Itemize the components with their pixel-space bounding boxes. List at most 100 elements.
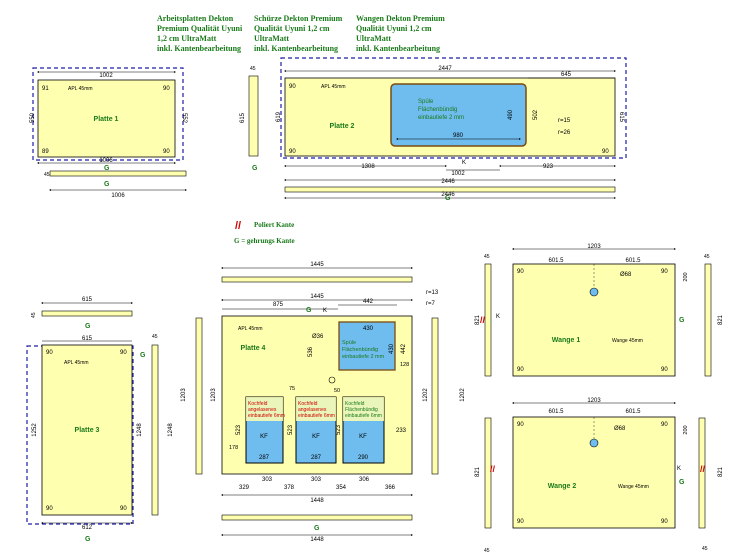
platte-1-corner-br: 90 xyxy=(163,149,170,155)
platte-4-dim-536: 536 xyxy=(308,346,314,357)
platte-4-top-dim-b: 1445 xyxy=(310,294,324,300)
platte-2-dim-total: 2447 xyxy=(438,66,452,72)
wange-1-group: 1203 601.5 601.5 Ø68 200 Wange 1 Wange 4… xyxy=(475,244,724,377)
wange-1-apl: Wange 45mm xyxy=(612,338,643,344)
wange-1-label: Wange 1 xyxy=(552,337,581,344)
wange-1-corner-bl: 90 xyxy=(517,367,524,373)
platte-4-bottom-303-a: 303 xyxy=(262,477,273,483)
platte-2-sink-offset: 502 xyxy=(533,109,539,120)
wange-2-dim-right-half: 601.5 xyxy=(625,409,641,415)
platte-4-sink-430: 430 xyxy=(363,326,374,332)
wange-2-right-strip[interactable] xyxy=(698,417,706,529)
wange-1-corner-tr: 90 xyxy=(661,269,668,275)
platte-3-side-strip-dim: 1248 xyxy=(168,423,174,437)
wange-2-corner-br: 90 xyxy=(661,519,668,525)
gehrung-label: G = gehrungs Kante xyxy=(234,237,295,245)
platte-4-r7: r=7 xyxy=(426,301,436,307)
platte-2-dim-right: 615 xyxy=(618,112,624,123)
platte-2-sink-r26: r=26 xyxy=(558,130,571,136)
platte-2-label: Platte 2 xyxy=(330,123,355,130)
wange-2-hole[interactable] xyxy=(589,438,599,448)
wange-2-dim-total: 1203 xyxy=(587,398,601,404)
platte-2-sink[interactable] xyxy=(390,83,527,147)
platte-3-group: 615 45 G 615 APL 45mm Platte 3 90 90 90 … xyxy=(26,297,174,543)
platte-4-dim-right-outer: 1202 xyxy=(460,388,466,402)
platte-4-label: Platte 4 xyxy=(241,345,266,352)
platte-1-dim-bottom: 1006 xyxy=(99,158,113,164)
platte-1-g-mark: G xyxy=(104,165,110,172)
header-wangen: Wangen Dekton Premium Qualität Uyuni 1,2… xyxy=(356,14,445,53)
platte-3-corner-br: 90 xyxy=(120,506,127,512)
platte-3-dim-top2: 615 xyxy=(82,336,93,342)
wange-2[interactable] xyxy=(512,416,676,529)
wange-1[interactable] xyxy=(512,263,676,377)
platte-4-left-strip[interactable] xyxy=(195,317,203,475)
wange-2-left-strip[interactable] xyxy=(484,417,492,529)
wange-2-corner-tr: 90 xyxy=(661,422,668,428)
wange-2-hole-dia: Ø68 xyxy=(614,426,626,432)
platte-3-dim-left: 1252 xyxy=(32,423,38,437)
wange-1-dim-left-half: 601.5 xyxy=(548,258,564,264)
platte-4-top-strip[interactable] xyxy=(221,276,413,283)
wange-1-hole-dia: Ø68 xyxy=(620,272,632,278)
platte-4-dim-523-b: 523 xyxy=(288,424,294,435)
wange-2-right-45: 45 xyxy=(702,546,708,552)
platte-2-side-strip-g: G xyxy=(252,165,258,172)
platte-4-dim-left-inner: 1203 xyxy=(211,388,217,402)
wange-1-k-mark: K xyxy=(496,314,500,320)
platte-4-hole-36: Ø36 xyxy=(312,334,324,340)
platte-2-dim-645: 645 xyxy=(561,72,572,78)
platte-4-bottom-354: 354 xyxy=(336,485,347,491)
platte-4-dim-178: 178 xyxy=(229,445,238,451)
platte-4-dim-523-a: 523 xyxy=(236,424,242,435)
poliert-mark: // xyxy=(235,220,241,232)
platte-2-sink-r15: r=15 xyxy=(558,118,571,124)
platte-3-dim-bottom: 612 xyxy=(82,525,93,531)
platte-4-sink[interactable] xyxy=(338,321,396,371)
wange-1-right-strip[interactable] xyxy=(704,263,712,377)
wange-2-group: 1203 601.5 601.5 Ø68 200 Wange 2 Wange 4… xyxy=(475,398,724,554)
wange-2-left-poliert: // xyxy=(490,464,496,474)
wange-1-hole[interactable] xyxy=(589,287,599,297)
platte-3-dim-right: 1248 xyxy=(137,423,143,437)
kochfeld-1-kf: KF xyxy=(260,434,268,440)
wange-2-dim-200: 200 xyxy=(683,425,689,434)
platte-3-apl: APL 45mm xyxy=(64,360,89,366)
wange-2-left-dim: 821 xyxy=(475,466,481,477)
platte-1-edge-strip[interactable] xyxy=(49,170,187,177)
platte-2-dim-923: 923 xyxy=(543,164,554,170)
wange-1-left-strip[interactable] xyxy=(484,263,492,377)
platte-2-side-strip[interactable] xyxy=(248,75,259,157)
platte-3-top-strip[interactable] xyxy=(41,310,133,317)
platte-2-corner-tl: 90 xyxy=(289,84,296,90)
platte-3-side-strip[interactable] xyxy=(151,344,159,516)
platte-3[interactable] xyxy=(41,344,133,516)
platte-3-side-strip-45: 45 xyxy=(152,334,158,340)
platte-4-sink-430-v: 430 xyxy=(389,343,395,354)
platte-3-label: Platte 3 xyxy=(75,427,100,434)
platte-4-group: 1445 1445 875 442 r=13 r=7 APL 45mm Plat… xyxy=(181,262,466,543)
platte-4-bottom-strip[interactable] xyxy=(221,514,413,521)
platte-1-dim-right: 552 xyxy=(181,113,187,124)
wange-2-g-right: G xyxy=(679,479,685,486)
wange-2-left-45: 45 xyxy=(484,548,490,554)
wange-1-left-45: 45 xyxy=(484,254,490,260)
platte-4-dim-128: 128 xyxy=(400,362,409,368)
platte-4-sink-442-v: 442 xyxy=(401,343,407,354)
platte-2-dashed-frame xyxy=(280,57,627,159)
platte-2-edge-strip[interactable] xyxy=(284,186,616,193)
platte-2-corner-bl: 90 xyxy=(289,149,296,155)
platte-2-dim-2446-a: 2446 xyxy=(441,179,455,185)
platte-4-right-strip[interactable] xyxy=(431,317,439,475)
platte-4-r13: r=13 xyxy=(426,290,439,296)
platte-4-bottom-366: 366 xyxy=(385,485,396,491)
platte-1-dim-top: 1002 xyxy=(99,73,113,79)
wange-1-corner-tl: 90 xyxy=(517,269,524,275)
platte-1[interactable] xyxy=(37,79,176,158)
platte-2-dim-1002: 1002 xyxy=(451,171,465,177)
wange-1-dim-200: 200 xyxy=(683,272,689,281)
